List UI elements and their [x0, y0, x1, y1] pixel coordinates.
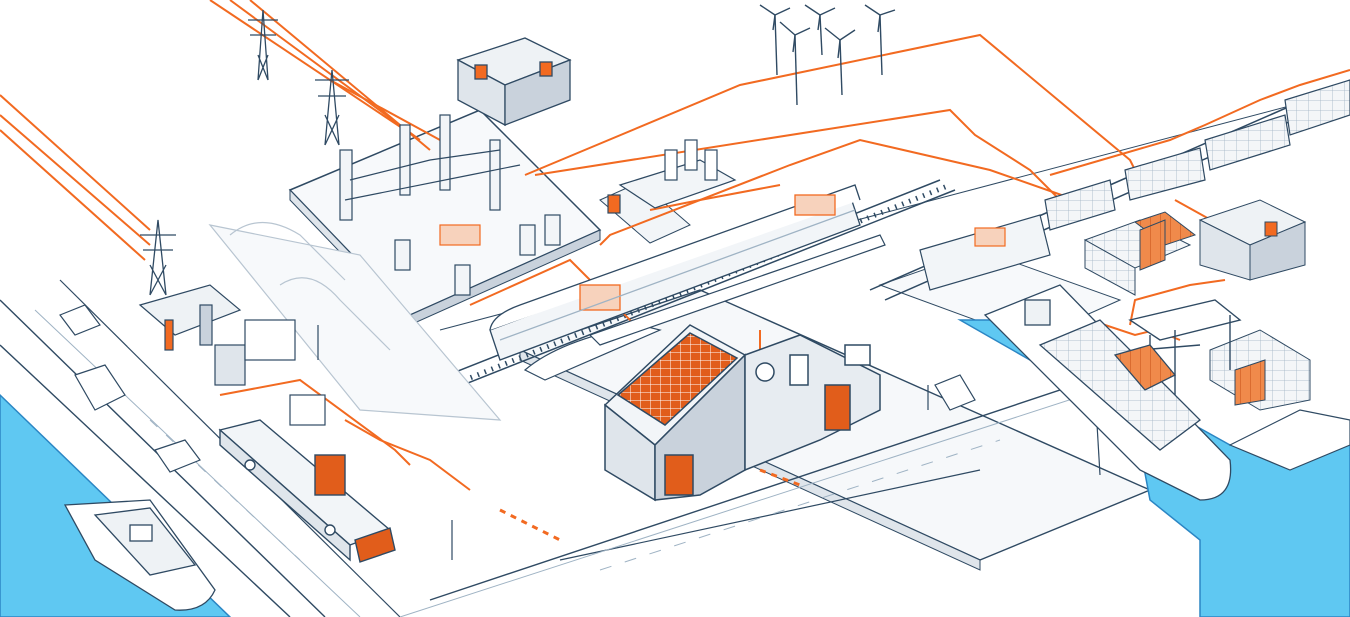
wind-turbines — [759, 4, 896, 106]
wind-turbine-icon — [804, 4, 836, 56]
vehicles — [59, 304, 976, 473]
depot-substation — [138, 284, 326, 426]
pylons — [140, 9, 349, 296]
substation — [339, 114, 561, 296]
car-icon — [154, 439, 201, 473]
passenger-train — [489, 184, 861, 361]
wind-turbine-icon — [864, 4, 896, 76]
container-stacks — [1083, 199, 1311, 411]
car-icon — [59, 304, 101, 336]
freight-train — [919, 79, 1350, 291]
pylon-icon — [248, 9, 278, 81]
ferry — [63, 499, 216, 611]
wind-turbine-icon — [824, 27, 856, 96]
smart-building — [603, 324, 881, 502]
van-icon — [74, 364, 126, 411]
wind-turbine-icon — [779, 21, 811, 106]
control-building — [456, 37, 572, 127]
car-icon — [934, 374, 976, 411]
ghost-train — [208, 222, 502, 421]
harbor-crane — [1128, 299, 1242, 400]
pylon-icon — [315, 69, 349, 146]
street-lights — [317, 325, 929, 560]
pylon-icon — [140, 219, 176, 296]
electric-bus — [218, 419, 396, 563]
wind-turbine-icon — [759, 4, 791, 76]
cargo-ship — [983, 284, 1232, 501]
platform-canopy — [523, 234, 886, 381]
transformer — [607, 139, 737, 214]
